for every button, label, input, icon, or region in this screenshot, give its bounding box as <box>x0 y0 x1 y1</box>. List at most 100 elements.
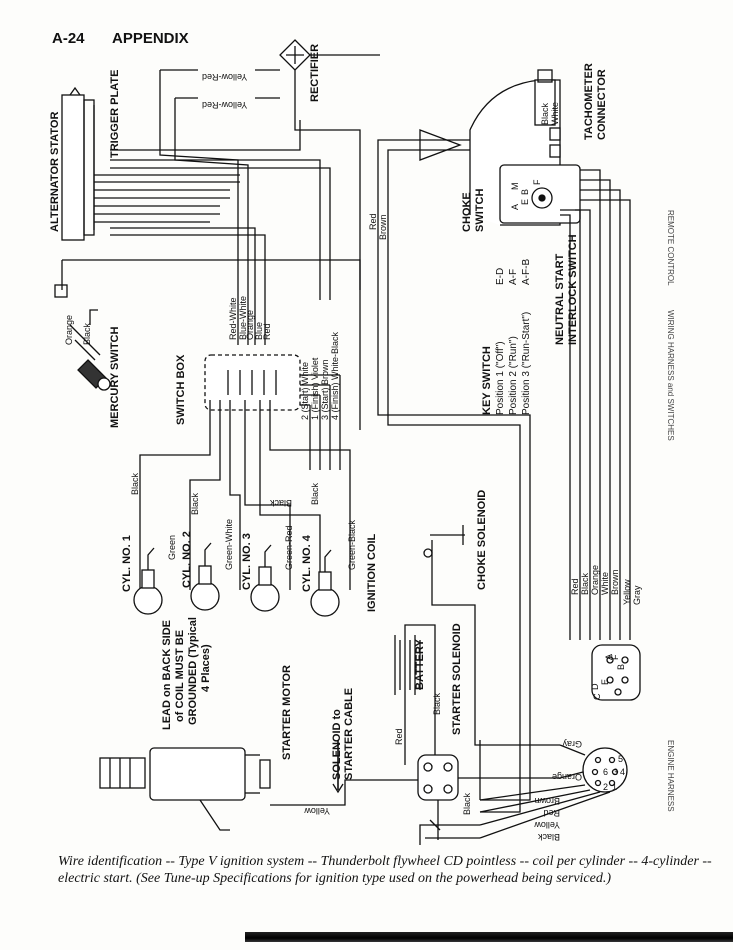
conn-letter-e: E <box>600 679 610 685</box>
wire-white-tach: White <box>550 102 560 125</box>
wire-orange-stator: Orange <box>245 310 255 340</box>
wire-black-harness: Black <box>537 832 560 842</box>
label-choke-switch-2: SWITCH <box>474 189 486 232</box>
wire-orange-harness: Orange <box>552 772 582 782</box>
wire-brown-rect: Brown <box>378 214 388 240</box>
label-mercury-switch: MERCURY SWITCH <box>109 327 121 429</box>
wire-orange-remote: Orange <box>590 565 600 595</box>
wire-black-tach: Black <box>540 102 550 125</box>
remote-control-box <box>419 69 581 226</box>
label-ignition-coil: IGNITION COIL <box>366 534 378 613</box>
wire-sb-finish-wb: 4 (Finish) White-Black <box>330 331 340 420</box>
label-trigger-plate: TRIGGER PLATE <box>109 70 121 158</box>
key-switch-pos2: Position 2 ("Run") <box>508 336 519 415</box>
label-tachometer-2: CONNECTOR <box>596 69 608 140</box>
conn-letter-a: A <box>604 654 614 660</box>
wire-brown-harness: Brown <box>534 796 560 806</box>
harness-pin-4: 4 <box>620 767 625 777</box>
wire-sb-start-brown: 3 (Start) Brown <box>320 359 330 420</box>
wire-black-2: Black <box>190 492 200 515</box>
wire-orange-mercury: Orange <box>64 315 74 345</box>
alternator-stator <box>61 86 240 241</box>
choke-solenoid <box>423 525 560 746</box>
label-choke-switch-1: CHOKE <box>461 192 473 232</box>
wire-black-4: Black <box>310 482 320 505</box>
harness-pin-5: 5 <box>618 754 623 764</box>
wire-yellow-red-1: Yellow-Red <box>202 72 247 82</box>
key-switch-pos3-value: A-F-B <box>521 259 532 285</box>
wire-black-battery: Black <box>432 692 442 715</box>
tach-letter-b: B <box>520 189 530 195</box>
coil-1 <box>133 547 163 615</box>
label-alternator-stator: ALTERNATOR STATOR <box>49 112 61 232</box>
tach-letter-e: E <box>520 199 530 205</box>
key-switch-pos2-value: A-F <box>508 269 519 285</box>
wire-red-stator: Red <box>262 323 272 340</box>
label-battery: BATTERY <box>414 639 426 690</box>
conn-letter-d: D <box>590 683 600 690</box>
harness-pin-1: 1 <box>612 782 617 792</box>
wire-red-remote: Red <box>570 578 580 595</box>
figure-caption: Wire identification -- Type V ignition s… <box>58 854 712 886</box>
starter-solenoid <box>417 754 560 840</box>
wire-green: Green <box>167 535 177 560</box>
wire-black-mercury: Black <box>82 322 92 345</box>
page-number: A-24 <box>52 30 85 47</box>
label-neutral-start-1: NEUTRAL START <box>554 253 566 345</box>
conn-letter-b: B <box>616 664 626 670</box>
label-choke-solenoid: CHOKE SOLENOID <box>476 490 488 590</box>
coil-2 <box>190 542 220 611</box>
label-cyl-2: CYL. NO. 2 <box>181 531 193 588</box>
label-tachometer-1: TACHOMETER <box>583 63 595 140</box>
wire-green-red: Green-Red <box>284 525 294 570</box>
wire-gray-remote: Gray <box>632 585 642 605</box>
tach-letter-m: M <box>510 183 520 191</box>
wire-blue-white: Blue-White <box>238 296 248 340</box>
label-starter-solenoid: STARTER SOLENOID <box>451 623 463 735</box>
label-rectifier: RECTIFIER <box>309 44 321 102</box>
harness-pin-6: 6 <box>603 767 608 777</box>
tach-letter-a: A <box>510 204 520 210</box>
starter-motor <box>99 747 418 831</box>
tach-letter-f: F <box>532 179 542 185</box>
engine-harness-plug <box>479 744 628 839</box>
label-cyl-1: CYL. NO. 1 <box>121 535 133 592</box>
label-neutral-start-2: INTERLOCK SWITCH <box>567 234 579 345</box>
wire-red-rect: Red <box>368 213 378 230</box>
trigger-plate-wires <box>110 69 331 345</box>
wire-black-solenoid: Black <box>462 792 472 815</box>
label-engine-harness: ENGINE HARNESS <box>666 740 675 812</box>
wire-sb-finish-violet: 1 (Finish) Violet <box>310 357 320 420</box>
wire-black-1: Black <box>130 472 140 495</box>
wire-green-black: Green-Black <box>347 519 357 570</box>
wire-yellow-harness: Yellow <box>534 820 560 830</box>
wire-red-battery: Red <box>394 728 404 745</box>
wire-yellow-red-2: Yellow-Red <box>202 100 247 110</box>
battery <box>394 624 436 765</box>
harness-pin-3: 3 <box>613 767 618 777</box>
label-wiring-harness-switches: WIRING HARNESS and SWITCHES <box>666 310 675 441</box>
coil-4 <box>310 549 340 617</box>
conn-letter-c: C <box>592 693 602 700</box>
harness-pin-2: 2 <box>603 782 608 792</box>
page-edge-shadow <box>245 932 733 942</box>
page-section-title: APPENDIX <box>112 30 189 47</box>
lead-note-2: of COIL MUST BE <box>174 630 186 722</box>
label-solenoid-to-cable-2: STARTER CABLE <box>343 688 355 780</box>
label-cyl-3: CYL. NO. 3 <box>241 533 253 590</box>
wire-blue: Blue <box>254 322 264 340</box>
label-switch-box: SWITCH BOX <box>175 354 187 425</box>
conn-letter-f: F <box>610 654 620 660</box>
wire-white-remote: White <box>600 572 610 595</box>
key-switch-pos1: Position 1 ("Off") <box>495 341 506 415</box>
wire-sb-start-white: 2 (Start) White <box>300 362 310 420</box>
key-switch-pos1-value: E-D <box>495 268 506 285</box>
wire-yellow-starter: Yellow <box>304 806 330 816</box>
lead-note-1: LEAD on BACK SIDE <box>161 620 173 730</box>
remote-harness-connector <box>591 644 641 701</box>
switch-box <box>204 354 341 470</box>
mercury-switch <box>54 259 361 430</box>
wire-black-3: Black <box>270 498 293 508</box>
coil-3 <box>250 544 280 612</box>
